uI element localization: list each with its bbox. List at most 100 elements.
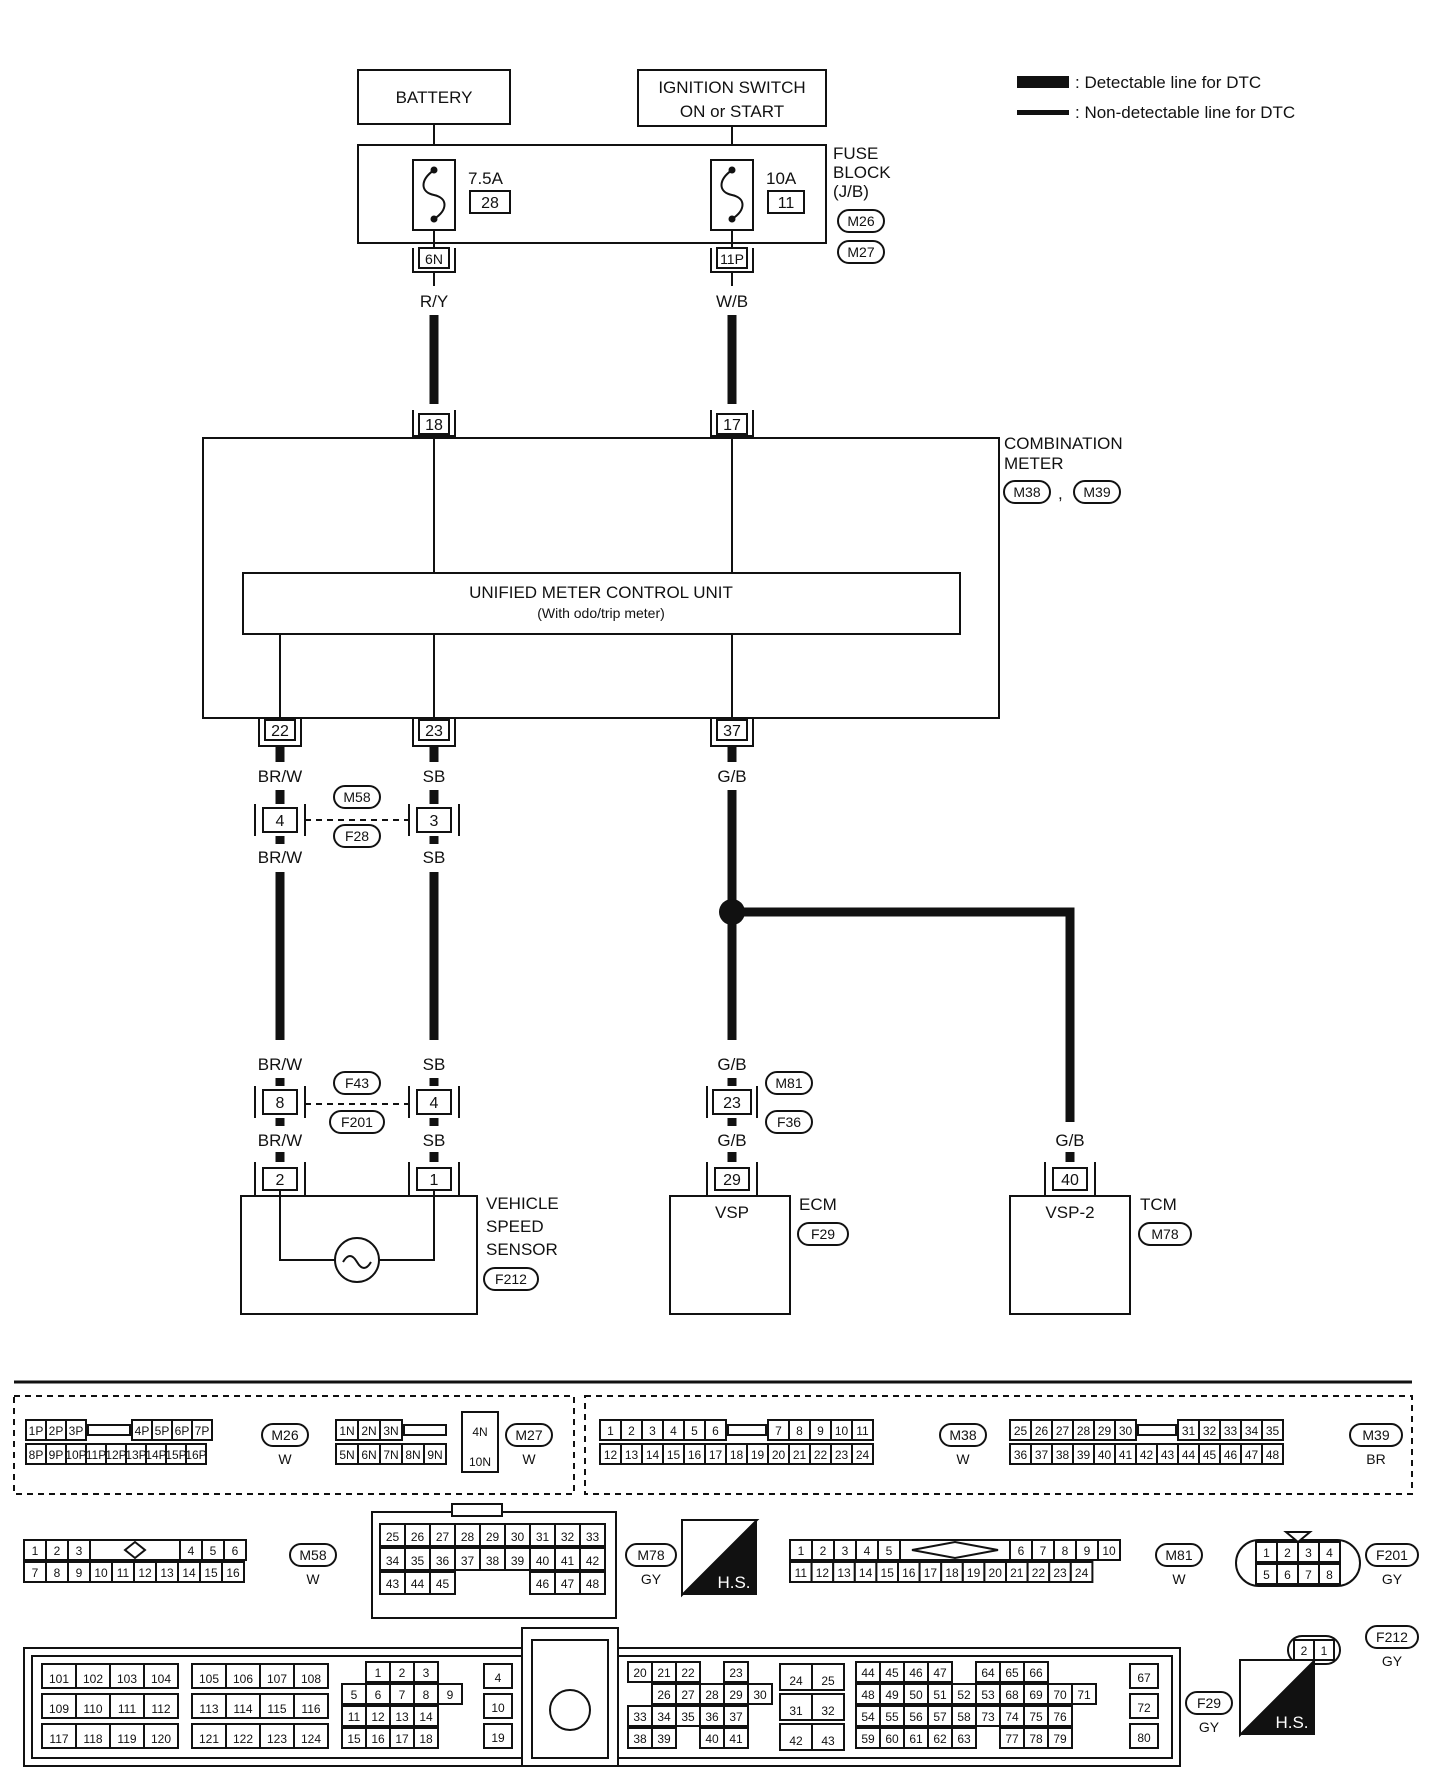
f29-pin-label: 73: [981, 1710, 995, 1724]
m26-pin-label: 14P: [145, 1448, 166, 1462]
f29-pin-label: 4: [495, 1671, 502, 1685]
joint-conn-f36: F36: [777, 1114, 801, 1130]
f201-pin-label: 2: [1284, 1546, 1291, 1560]
joint-conn-m81: M81: [775, 1075, 802, 1091]
m38-pin-label: 9: [817, 1424, 824, 1438]
m27-pin-label: 9N: [427, 1448, 442, 1462]
unit-label-1: UNIFIED METER CONTROL UNIT: [469, 583, 733, 602]
f29-pin-label: 37: [729, 1710, 743, 1724]
f29-id-label: F29: [1197, 1695, 1221, 1711]
m78-id-label: M78: [637, 1547, 664, 1563]
m27-color-label: W: [522, 1451, 536, 1467]
fuse-11-number: 11: [778, 195, 795, 212]
m38-pin-label: 21: [793, 1448, 807, 1462]
m58-pin-label: 3: [76, 1544, 83, 1558]
m81-pin-label: 10: [1102, 1544, 1116, 1558]
fuse-block-conn-m26: M26: [847, 213, 874, 229]
m26-pin-label: 13P: [125, 1448, 146, 1462]
f29-pin-label: 15: [347, 1732, 361, 1746]
m39-pin-label: 41: [1119, 1448, 1133, 1462]
tcm-signal: VSP-2: [1045, 1203, 1094, 1222]
f201-color-label: GY: [1382, 1571, 1403, 1587]
m78-pin-label: 35: [411, 1554, 425, 1568]
m26-cavity: [65, 1419, 87, 1441]
f29-cavity: [779, 1723, 813, 1751]
f201-pin-label: 7: [1305, 1568, 1312, 1582]
m38-pin-label: 3: [649, 1424, 656, 1438]
legend-detectable-swatch: [1017, 76, 1069, 88]
m27-pin-label: 2N: [361, 1424, 376, 1438]
f29-pin-label: 63: [957, 1732, 971, 1746]
m39-pin-label: 30: [1119, 1424, 1133, 1438]
f29-pin-label: 32: [821, 1704, 835, 1718]
legend-non-detectable-text: : Non-detectable line for DTC: [1075, 103, 1295, 122]
wire-brw-label-2: BR/W: [258, 848, 302, 867]
m39-cavity: [1261, 1443, 1284, 1465]
m39-pin-label: 28: [1077, 1424, 1091, 1438]
m58-pin-label: 2: [54, 1544, 61, 1558]
m26-pin-label: 3P: [69, 1424, 84, 1438]
fuse-28-rating: 7.5A: [468, 169, 504, 188]
m39-pin-label: 29: [1098, 1424, 1112, 1438]
f29-cavity: [191, 1723, 227, 1749]
f29-pin-label: 105: [199, 1672, 219, 1686]
m38-pin-label: 19: [751, 1448, 765, 1462]
ecm-conn-f29: F29: [811, 1226, 835, 1242]
ecm-pin-29: 29: [706, 1162, 758, 1197]
f29-pin-label: 57: [933, 1710, 947, 1724]
m39-pin-label: 45: [1203, 1448, 1217, 1462]
m26-pin-label: 7P: [195, 1424, 210, 1438]
m81-pin-label: 14: [859, 1566, 873, 1580]
f29-pin-label: 35: [681, 1710, 695, 1724]
f29-cavity: [143, 1663, 179, 1689]
m58-pin-label: 13: [160, 1566, 174, 1580]
m38-pin-label: 23: [835, 1448, 849, 1462]
f201-id-label: F201: [1376, 1547, 1408, 1563]
m39-color-label: BR: [1366, 1451, 1385, 1467]
meter-pin-23: 23: [412, 718, 456, 747]
battery-label: BATTERY: [396, 88, 473, 107]
meter-pin-22: 22: [258, 718, 302, 747]
m38-pin-label: 7: [775, 1424, 782, 1438]
m78-id-badge: [625, 1543, 677, 1567]
m39-pin-label: 27: [1056, 1424, 1070, 1438]
m26-id-badge: [261, 1423, 309, 1447]
wire-gb-tcm: [732, 907, 1075, 1122]
f29-pin-label: 121: [199, 1732, 219, 1746]
f29-cavity: [651, 1727, 677, 1749]
f212-cavity: [1313, 1639, 1335, 1661]
m81-pin-label: 23: [1053, 1566, 1067, 1580]
f29-pin-label: 102: [83, 1672, 103, 1686]
m81-pin-label: 6: [1018, 1544, 1025, 1558]
m39-pin-label: 34: [1245, 1424, 1259, 1438]
m38-pin-label: 20: [772, 1448, 786, 1462]
m26-cavity: [185, 1443, 207, 1465]
f29-pin-label: 59: [861, 1732, 875, 1746]
m78-pin-label: 32: [561, 1530, 575, 1544]
f29-pin-label: 66: [1029, 1666, 1043, 1680]
m78-pin-label: 44: [411, 1577, 425, 1591]
m38-cavity: [851, 1419, 874, 1441]
meter-pin-18: 18: [412, 410, 456, 437]
f29-pin-label: 16: [371, 1732, 385, 1746]
f201-pin-label: 8: [1326, 1568, 1333, 1582]
wire-sb-label-2: SB: [423, 848, 446, 867]
m58-pin-label: 11: [117, 1566, 130, 1580]
f201-pin-label: 3: [1305, 1546, 1312, 1560]
m78-pin-label: 37: [461, 1554, 475, 1568]
ignition-label-2: ON or START: [680, 102, 784, 121]
m38-color-label: W: [956, 1451, 970, 1467]
joint-m81-f36: 23: [706, 1086, 758, 1118]
f29-pin-label: 55: [885, 1710, 899, 1724]
f29-pin-label: 20: [633, 1666, 647, 1680]
f29-cavity: [1023, 1661, 1049, 1683]
m38-pin-label: 1: [607, 1424, 614, 1438]
meter-conn-m38: M38: [1013, 484, 1040, 500]
f212-id-badge: [1365, 1625, 1419, 1649]
f29-color-label: GY: [1199, 1719, 1220, 1735]
m78-cavity: [429, 1571, 456, 1595]
f29-pin-label: 9: [447, 1688, 454, 1702]
f29-pin-label: 14: [419, 1710, 433, 1724]
m78-pin-label: 31: [536, 1530, 550, 1544]
f29-pin-label: 77: [1005, 1732, 1019, 1746]
